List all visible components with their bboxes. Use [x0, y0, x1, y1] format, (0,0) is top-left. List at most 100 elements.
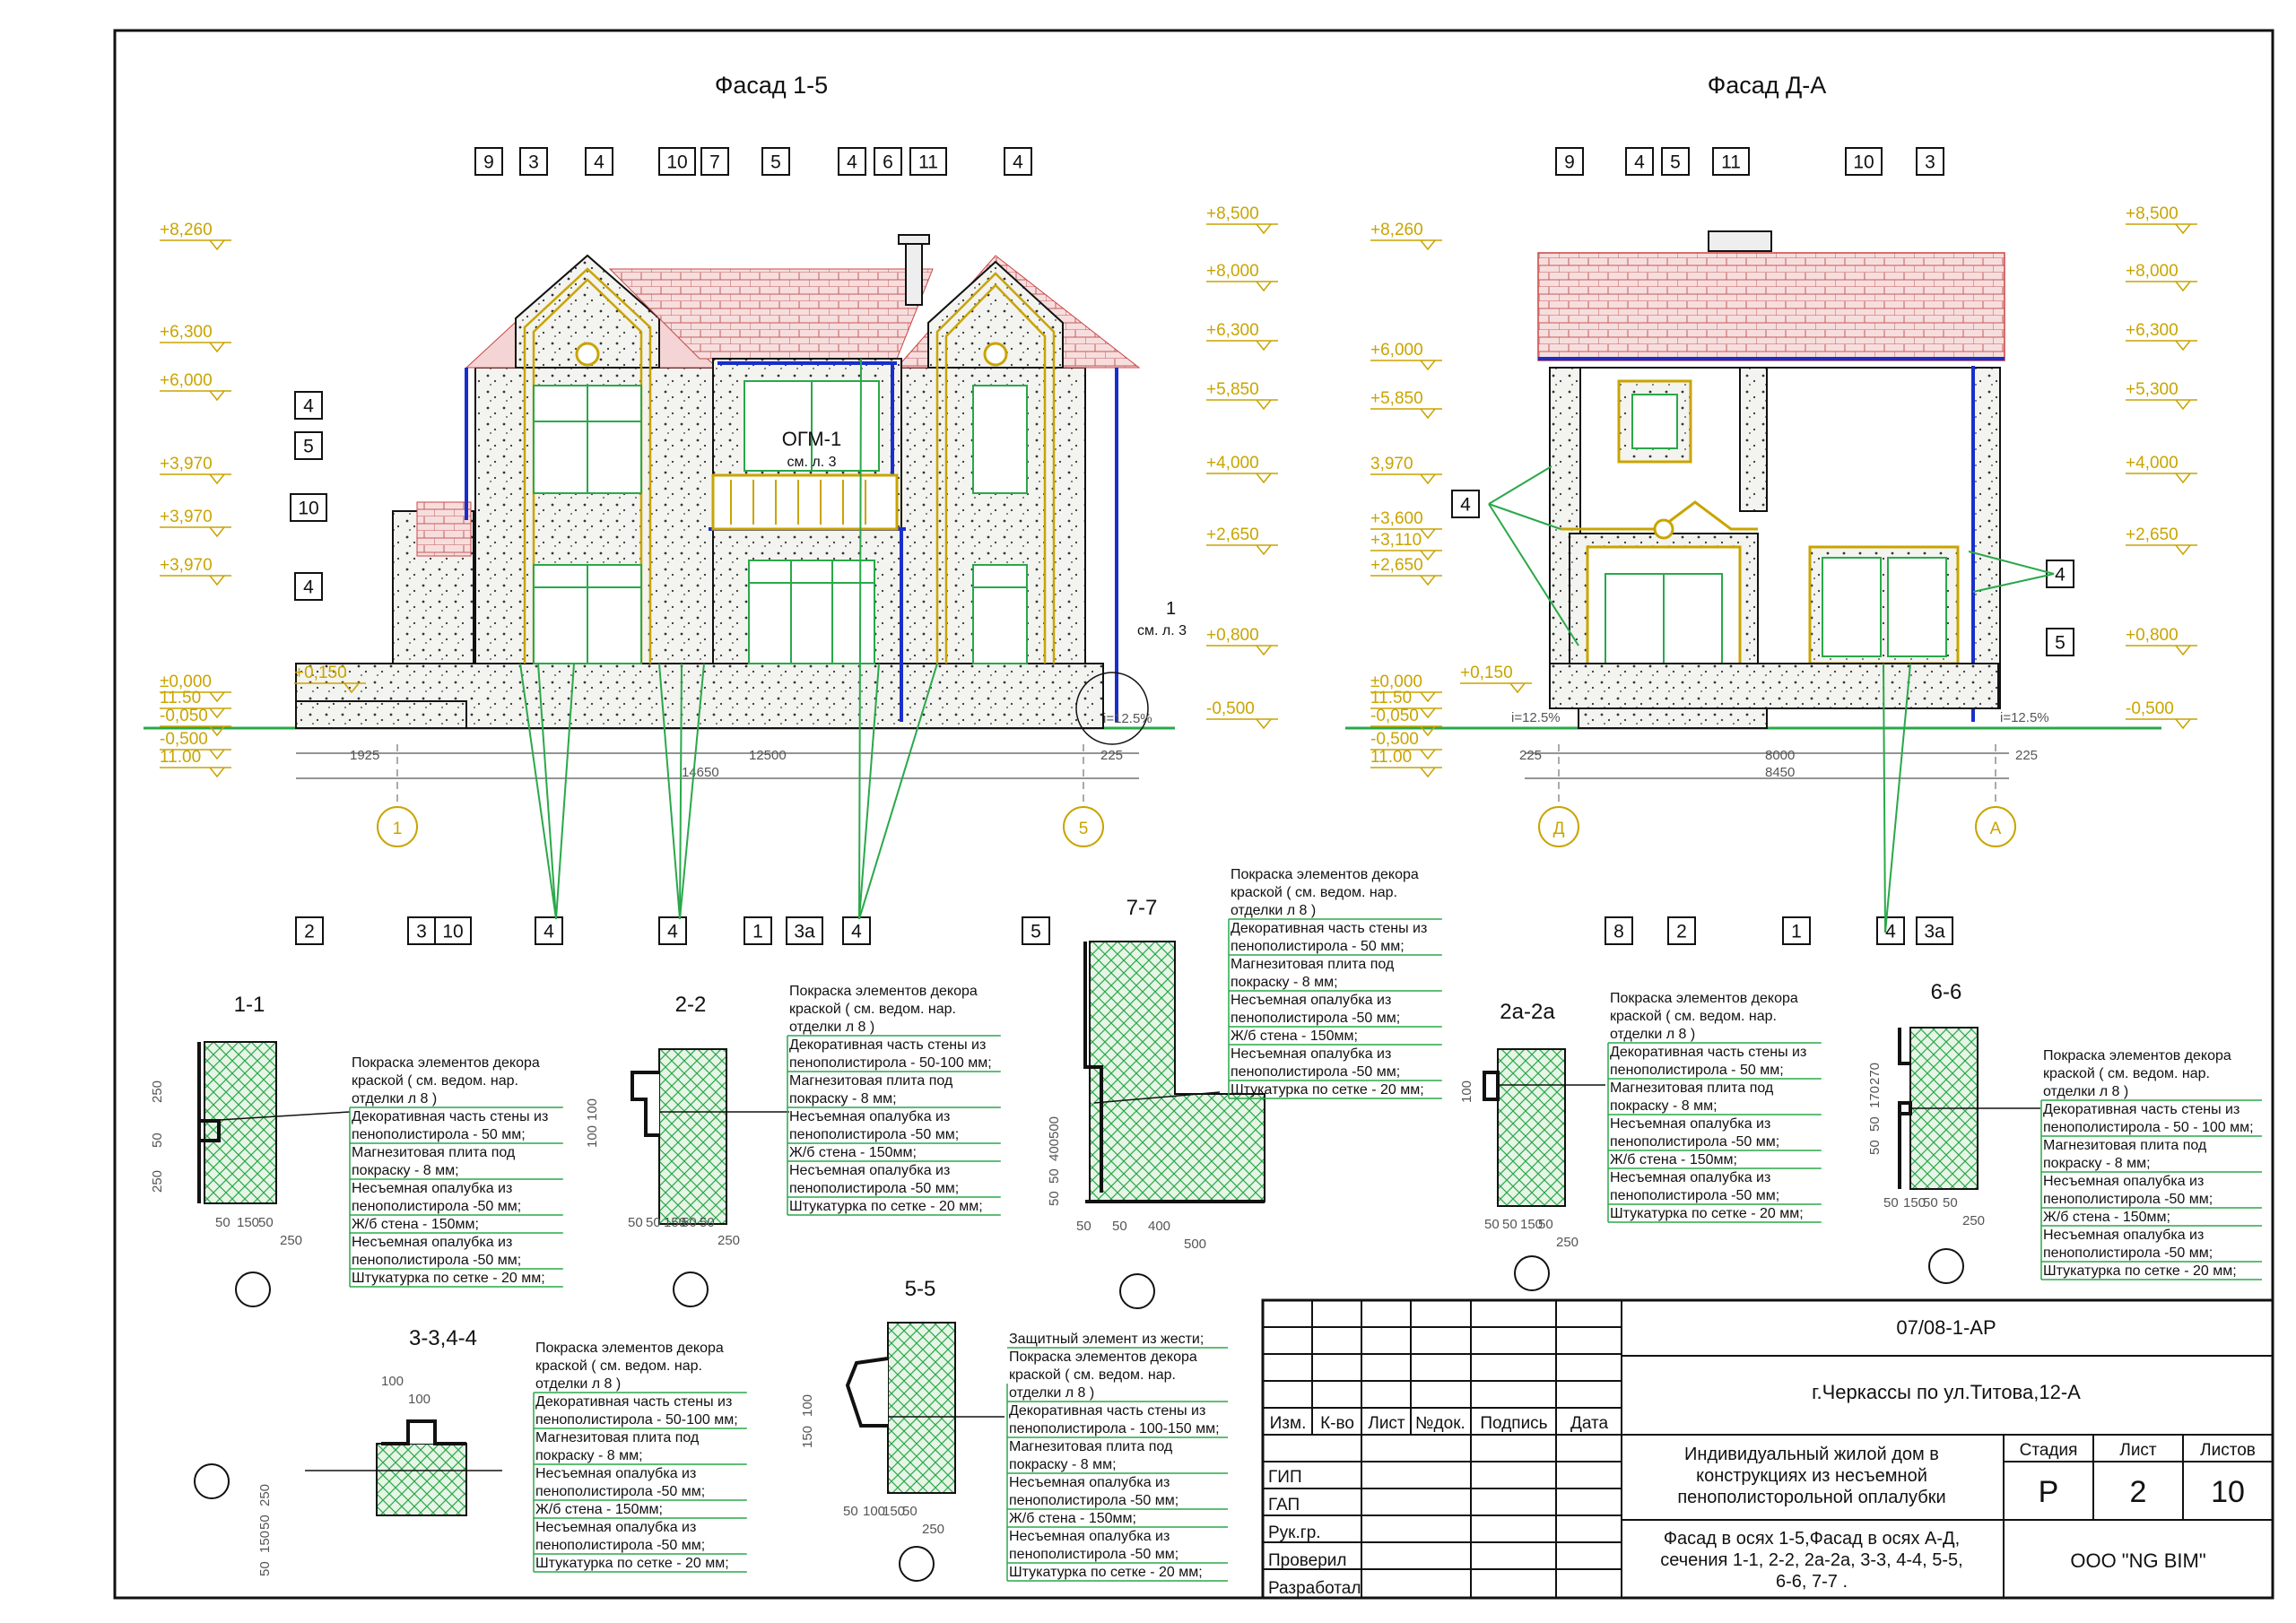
legend-2a-2a-line-8: пенополистирола -50 мм; [1610, 1134, 1779, 1150]
sec-6-6-h-1: 150 [1903, 1195, 1926, 1211]
facade-left-top-tag-5: 5 [761, 147, 790, 176]
sec-3-3-v-0: 250 [257, 1484, 273, 1506]
legend-2a-2a-line-2: отделки л 8 ) [1610, 1027, 1695, 1042]
facade-left-top-tag-1: 3 [519, 147, 548, 176]
legend-3-3-4-4-line-8: пенополистирола -50 мм; [535, 1484, 705, 1499]
facade-left-bottom-tag-1: 3 [407, 916, 436, 945]
legend-6-6-line-0: Покраска элементов декора [2043, 1048, 2231, 1063]
legend-1-1-line-10: Несъемная опалубка из [352, 1235, 512, 1250]
facade-left-top-tag-3-label: 10 [666, 152, 687, 173]
tb-col-head-5: Дата [1570, 1414, 1609, 1433]
facade-left-top-tag-1-label: 3 [528, 152, 539, 173]
level-right-r-6: +0,800 [2126, 626, 2179, 645]
facade-left-top-tag-7-label: 6 [883, 152, 893, 173]
facade-left-title: Фасад 1-5 [715, 72, 828, 99]
facade-left-top-tag-2-label: 4 [594, 152, 604, 173]
facade-left-top-tag-4: 7 [700, 147, 729, 176]
legend-5-5-line-3: отделки л 8 ) [1009, 1385, 1094, 1401]
legend-5-5-line-1: Покраска элементов декора [1009, 1350, 1197, 1365]
stage-label: Стадия [2020, 1441, 2078, 1460]
section-3-3-4-4-title: 3-3,4-4 [409, 1326, 477, 1350]
sec-5-5-h-4: 250 [922, 1522, 944, 1537]
legend-1-1-line-6: покраску - 8 мм; [352, 1163, 459, 1178]
legend-3-3-4-4-line-4: пенополистирола - 50-100 мм; [535, 1412, 738, 1428]
legend-1-1-line-12: Штукатурка по сетке - 20 мм; [352, 1271, 545, 1286]
facade-left-top-tag-6: 4 [838, 147, 866, 176]
wall-sections: 1-1 2-2 7-7 2а-2а 6-6 3-3,4-4 [150, 867, 2262, 1582]
facade-right-bottom-tag-3: 4 [1876, 916, 1905, 945]
legend-7-7-line-3: Декоративная часть стены из [1231, 921, 1427, 936]
facade-left-bottom-tag-7-label: 4 [851, 922, 862, 942]
facade-left-bottom-tag-0: 2 [295, 916, 324, 945]
tb-role-1: ГАП [1268, 1496, 1300, 1515]
legend-5-5-line-10: Ж/б стена - 150мм; [1009, 1511, 1136, 1526]
sec-2-2-h-1: 50 [646, 1215, 661, 1230]
legend-1-1-line-5: Магнезитовая плита под [352, 1145, 516, 1160]
sec-3-3-v-2: 150 [257, 1531, 273, 1553]
level-right-r-4: +4,000 [2126, 454, 2179, 473]
level-right-r-2: +6,300 [2126, 321, 2179, 340]
facade-right-bottom-tag-3-label: 4 [1885, 922, 1896, 942]
legend-2a-2a-line-0: Покраска элементов декора [1610, 991, 1798, 1006]
legend-2-2-line-7: Несъемная опалубка из [789, 1109, 950, 1124]
legend-5-5-line-0: Защитный элемент из жести; [1009, 1332, 1204, 1347]
legend-2-2-line-6: покраску - 8 мм; [789, 1091, 897, 1107]
legend-3-3-4-4-line-11: пенополистирола -50 мм; [535, 1538, 705, 1553]
sheets-label: Листов [2200, 1441, 2256, 1460]
sec-6-6-h-0: 50 [1883, 1195, 1899, 1211]
facade-left-top-tag-3: 10 [658, 147, 696, 176]
legend-7-7-line-12: Штукатурка по сетке - 20 мм; [1231, 1082, 1424, 1098]
legend-2-2-line-1: краской ( см. ведом. нар. [789, 1002, 956, 1017]
legend-2-2-line-4: пенополистирола - 50-100 мм; [789, 1055, 992, 1071]
facade-left-side-tag-0-label: 4 [303, 396, 314, 417]
level-left-l-0: +8,260 [160, 221, 213, 239]
project-line-2: конструкциях из несъемной [1696, 1466, 1927, 1486]
facade-right-bottom-tag-4: 3а [1916, 916, 1953, 945]
dim-left-4: 14650 [682, 765, 719, 780]
legend-1-1-line-0: Покраска элементов декора [352, 1055, 540, 1071]
sheet-frame [113, 29, 2274, 1600]
facade-left-top-tag-4-label: 7 [709, 152, 720, 173]
sheet-label: Лист [2119, 1441, 2157, 1460]
facade-left-top-tag-9-label: 4 [1013, 152, 1023, 173]
sec-2a-h-1: 50 [1502, 1217, 1518, 1232]
level-right-r-1: +8,000 [2126, 262, 2179, 281]
legend-2-2-line-2: отделки л 8 ) [789, 1020, 874, 1035]
facade-right-side-tag-2: 5 [2046, 628, 2074, 656]
company: ООО "NG BIM" [2070, 1549, 2205, 1572]
dim-left-3: 225 [1100, 748, 1123, 763]
dim-right-2: 8000 [1765, 748, 1795, 763]
facade-right-bottom-tag-0-label: 8 [1613, 922, 1624, 942]
sec-6-6-v-2: 50 [1867, 1116, 1883, 1132]
sec-5-5-h-3: 50 [902, 1504, 918, 1519]
facade-right-bottom-tag-2: 1 [1782, 916, 1811, 945]
tb-role-4: Разработал [1268, 1579, 1361, 1598]
level-right-l-10: -0,050 [1370, 707, 1419, 725]
sec-5-5-h-1: 100 [863, 1504, 885, 1519]
legend-2-2-line-10: Несъемная опалубка из [789, 1163, 950, 1178]
level-right-l-1: +6,000 [1370, 341, 1423, 360]
facade-left-top-tag-0-label: 9 [483, 152, 494, 173]
facade-1-5: Фасад 1-5 [144, 72, 1278, 945]
legend-2a-2a-line-1: краской ( см. ведом. нар. [1610, 1009, 1777, 1024]
level-left-l-6: +0,150 [294, 664, 347, 682]
ogm-label: ОГМ-1 [782, 428, 841, 450]
facade-left-side-tag-3: 4 [294, 572, 323, 601]
legend-6-6-line-9: Ж/б стена - 150мм; [2043, 1210, 2170, 1225]
sec-5-5-h-0: 50 [843, 1504, 858, 1519]
sec-6-6-v-0: 270 [1867, 1063, 1883, 1085]
facade-right-top-tag-3: 11 [1712, 147, 1750, 176]
facade-left-bottom-tag-2: 10 [434, 916, 472, 945]
sheet-title-line-3: 6-6, 7-7 . [1776, 1572, 1848, 1592]
facade-left-bottom-tag-2-label: 10 [442, 922, 463, 942]
level-right-r-0: +8,500 [2126, 204, 2179, 223]
facade-left-top-tag-8: 11 [909, 147, 947, 176]
level-left-r-0: +8,500 [1206, 204, 1259, 223]
legend-2a-2a-line-11: пенополистирола -50 мм; [1610, 1188, 1779, 1203]
level-right-r-7: -0,500 [2126, 699, 2174, 718]
sec-7-7-v-1: 400 [1047, 1139, 1062, 1161]
legend-3-3-4-4-line-7: Несъемная опалубка из [535, 1466, 696, 1481]
sec-7-7-v-3: 50 [1047, 1191, 1062, 1206]
